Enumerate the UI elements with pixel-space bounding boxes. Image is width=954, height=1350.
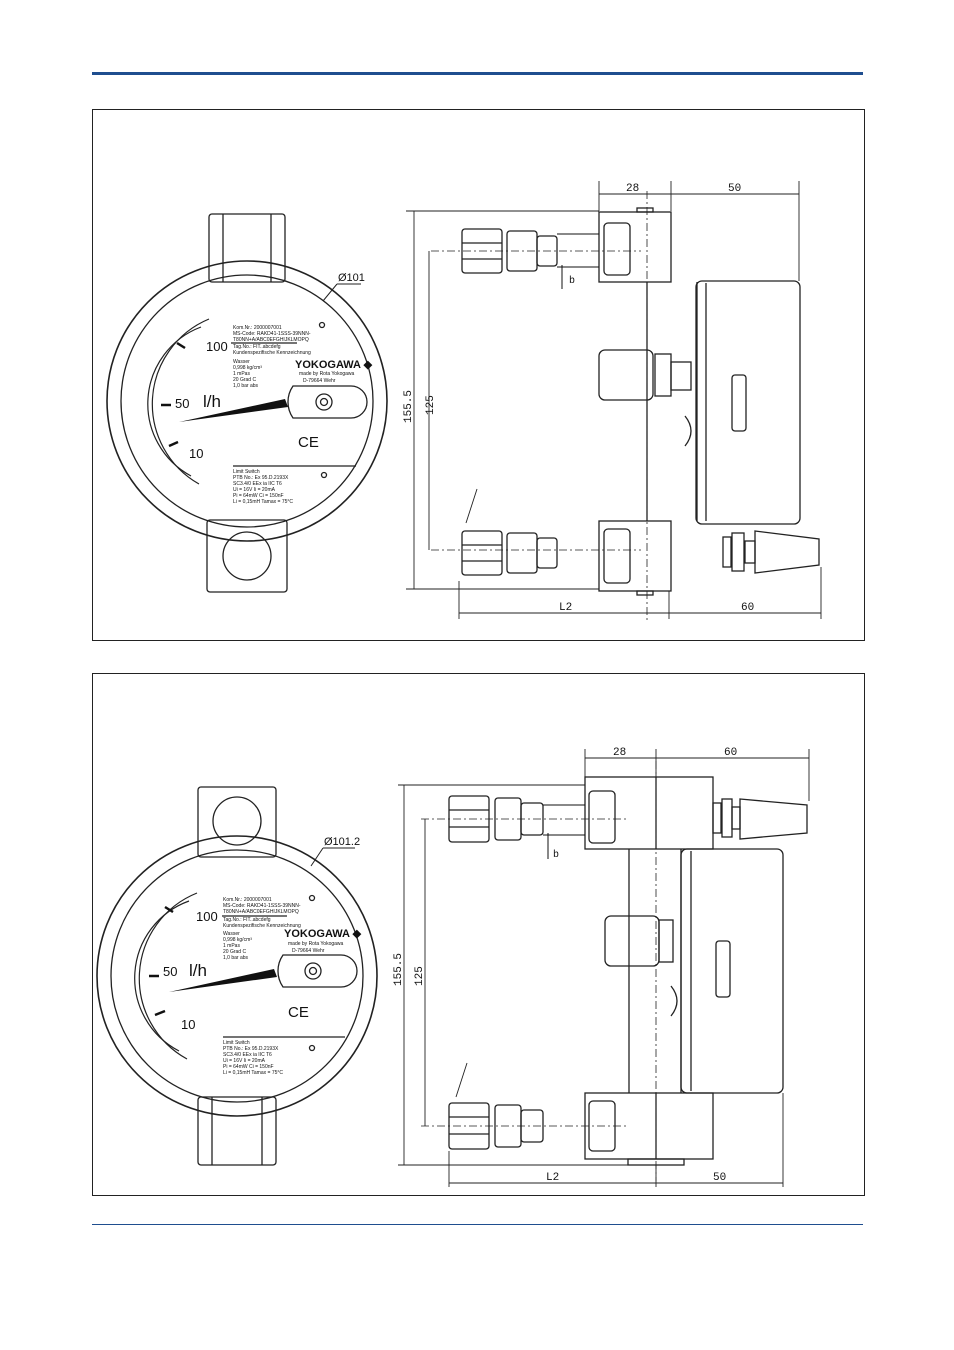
dial-made-by: made by Rota Yokogawa [288,941,344,947]
flowmeter-drawing-2: 100 50 10 l/h YOKOGAWA ◆ made by Rota Yo… [96,747,810,1187]
dial-outer-ring [96,835,378,1117]
plate-line: 0,998 kg/cm³ [233,365,262,371]
dial-made-by-address: D-79664 Wehr [303,378,336,384]
upper-block [598,211,672,283]
dial-unit: l/h [203,392,221,411]
plate-line: SC3.4/0 EEx ia IIC T6 [223,1052,272,1058]
lower-fitting [197,1096,277,1166]
plate-line: T80NN+A/ABC0EFGHIJKLMOPQ [233,337,309,343]
plate-line: MS-Code: RAKD41-1SSS-39NNN- [233,331,311,337]
dim-l2: L2 [559,602,572,614]
dim-28: 28 [613,747,626,759]
dial-face [110,849,364,1103]
plate-line: 1,0 bar abs [223,955,249,961]
dial-made-by: made by Rota Yokogawa [299,371,355,377]
ce-mark: CE [298,434,319,451]
dim-50: 50 [713,1172,726,1184]
dim-50: 50 [728,183,741,195]
plate-line: Kundenspezifische Kennzeichnung [233,350,311,356]
dial-outer-ring [106,260,388,542]
plate-line: Li = 0,15mH Tamax = 75°C [233,499,293,505]
dial-tick-50: 50 [163,964,177,979]
plate-line: Pi = 64mW Ci = 150nF [223,1064,274,1070]
dial-tick-50: 50 [175,396,189,411]
dim-155-5: 155.5 [393,953,405,986]
header-rule [92,72,863,75]
plate-line: Limit Switch [233,469,260,475]
indicator-housing [680,848,784,1094]
upper-fitting [208,213,286,283]
dim-28: 28 [626,183,639,195]
dim-125: 125 [425,395,437,415]
plate-line: Tag.No.: FIT..abcdefg [233,344,281,350]
plate-line: Pi = 64mW Ci = 150nF [233,493,284,499]
dim-60: 60 [724,747,737,759]
upper-block [584,776,714,850]
flowmeter-drawing-1: 100 50 10 l/h YOKOGAWA ◆ made by Rota Yo… [106,181,822,621]
plate-line: MS-Code: RAKD41-1SSS-39NNN- [223,903,301,909]
plate-line: SC3.4/0 EEx ia IIC T6 [233,481,282,487]
plate-line: 20 Grad C [233,377,256,383]
plate-line: Ui = 16V Ii = 20mA [233,487,276,493]
dial-brand: YOKOGAWA ◆ [295,359,373,371]
plate-line: PTB No.: Ex 95.D.2193X [223,1046,279,1052]
plate-line: 1 mPas [223,943,240,949]
dim-l2: L2 [546,1172,559,1184]
plate-line: Wasser [223,931,240,937]
dial-pointer [179,399,288,422]
upper-fitting [197,786,277,858]
footer-rule [92,1224,863,1225]
plate-line: Ui = 16V Ii = 20mA [223,1058,266,1064]
dial-unit: l/h [189,961,207,980]
lower-block [598,520,672,592]
plate-line: T80NN+A/ABC0EFGHIJKLMOPQ [223,909,299,915]
dim-155-5: 155.5 [403,390,415,423]
diameter-label: Ø101.2 [324,836,360,848]
plate-line: PTB No.: Ex 95.D.2193X [233,475,289,481]
plate-line: Limit Switch [223,1040,250,1046]
ce-mark: CE [288,1004,309,1021]
dial-face [120,274,374,528]
plate-line: Kundenspezifische Kennzeichnung [223,923,301,929]
dial-made-by-address: D-79664 Wehr [292,948,325,954]
plate-line: 1 mPas [233,371,250,377]
indicator-housing [695,280,801,525]
limit-switch-knob [739,798,808,840]
dial-tick-100: 100 [206,339,228,354]
plate-line: Kom.Nr.: 2000007001 [223,897,272,903]
plate-line: 1,0 bar abs [233,383,259,389]
plate-line: Li = 0,15mH Tamax = 75°C [223,1070,283,1076]
drawing-panel-1: 100 50 10 l/h YOKOGAWA ◆ made by Rota Yo… [92,109,865,641]
diameter-label: Ø101 [338,272,365,284]
dial-tick-10: 10 [189,446,203,461]
dial-pointer [169,969,277,992]
limit-switch-knob [754,530,820,574]
dial-tick-100: 100 [196,909,218,924]
dial-brand: YOKOGAWA ◆ [284,928,362,940]
dim-125: 125 [414,966,426,986]
dim-60: 60 [741,602,754,614]
drawing-panel-2: 100 50 10 l/h YOKOGAWA ◆ made by Rota Yo… [92,673,865,1196]
dim-b: b [553,849,559,861]
lower-fitting [206,519,288,593]
plate-line: Kom.Nr.: 2000007001 [233,325,282,331]
upper-port-circle [212,796,262,846]
dim-b: b [569,275,575,287]
plate-line: 0,998 kg/cm³ [223,937,252,943]
plate-line: 20 Grad C [223,949,246,955]
lower-port-circle [222,531,272,581]
plate-line: Wasser [233,359,250,365]
plate-line: Tag.No.: FIT..abcdefg [223,917,271,923]
dial-tick-10: 10 [181,1017,195,1032]
